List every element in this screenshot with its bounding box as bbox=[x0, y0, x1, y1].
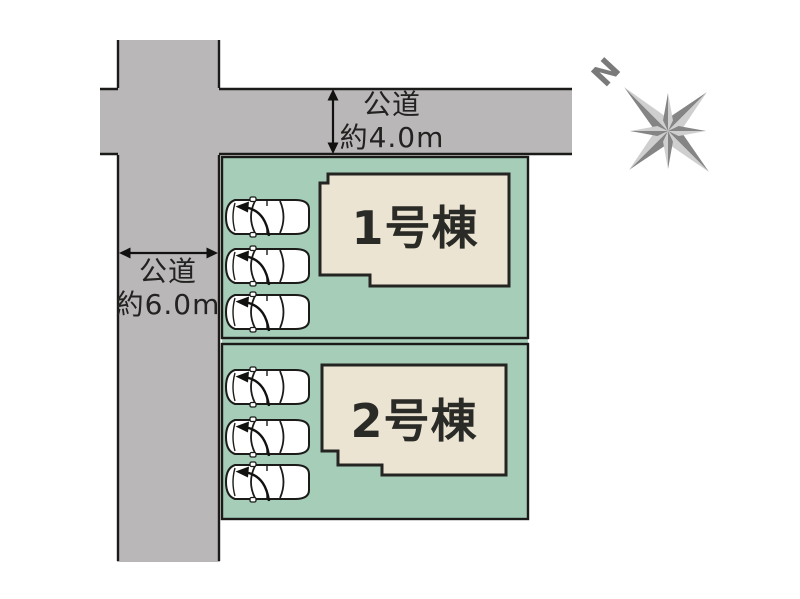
building-2-footprint bbox=[320, 363, 508, 477]
car-top-view-icon bbox=[224, 460, 311, 504]
building-1-footprint bbox=[318, 172, 511, 288]
left-road-width: 約6.0m bbox=[115, 288, 221, 321]
top-road-width: 約4.0m bbox=[339, 121, 445, 154]
left-road-width-arrow bbox=[119, 247, 218, 259]
road-horizontal-borders bbox=[100, 87, 572, 156]
car-top-view-icon bbox=[224, 415, 311, 459]
top-road-label: 公道 約4.0m bbox=[334, 88, 450, 154]
top-road-name: 公道 bbox=[362, 88, 421, 121]
building-2-label: 2号棟 bbox=[350, 394, 478, 448]
road-vertical-borders bbox=[116, 40, 221, 561]
left-road-name: 公道 bbox=[138, 255, 197, 288]
car-top-view-icon bbox=[224, 195, 311, 239]
car-top-view-icon bbox=[224, 244, 311, 288]
left-road-label: 公道 約6.0m bbox=[106, 255, 230, 321]
building-1-label: 1号棟 bbox=[351, 201, 479, 255]
car-top-view-icon bbox=[224, 290, 311, 334]
top-road-width-arrow bbox=[327, 89, 339, 154]
car-top-view-icon bbox=[224, 365, 311, 409]
compass-rose-icon bbox=[624, 87, 710, 173]
